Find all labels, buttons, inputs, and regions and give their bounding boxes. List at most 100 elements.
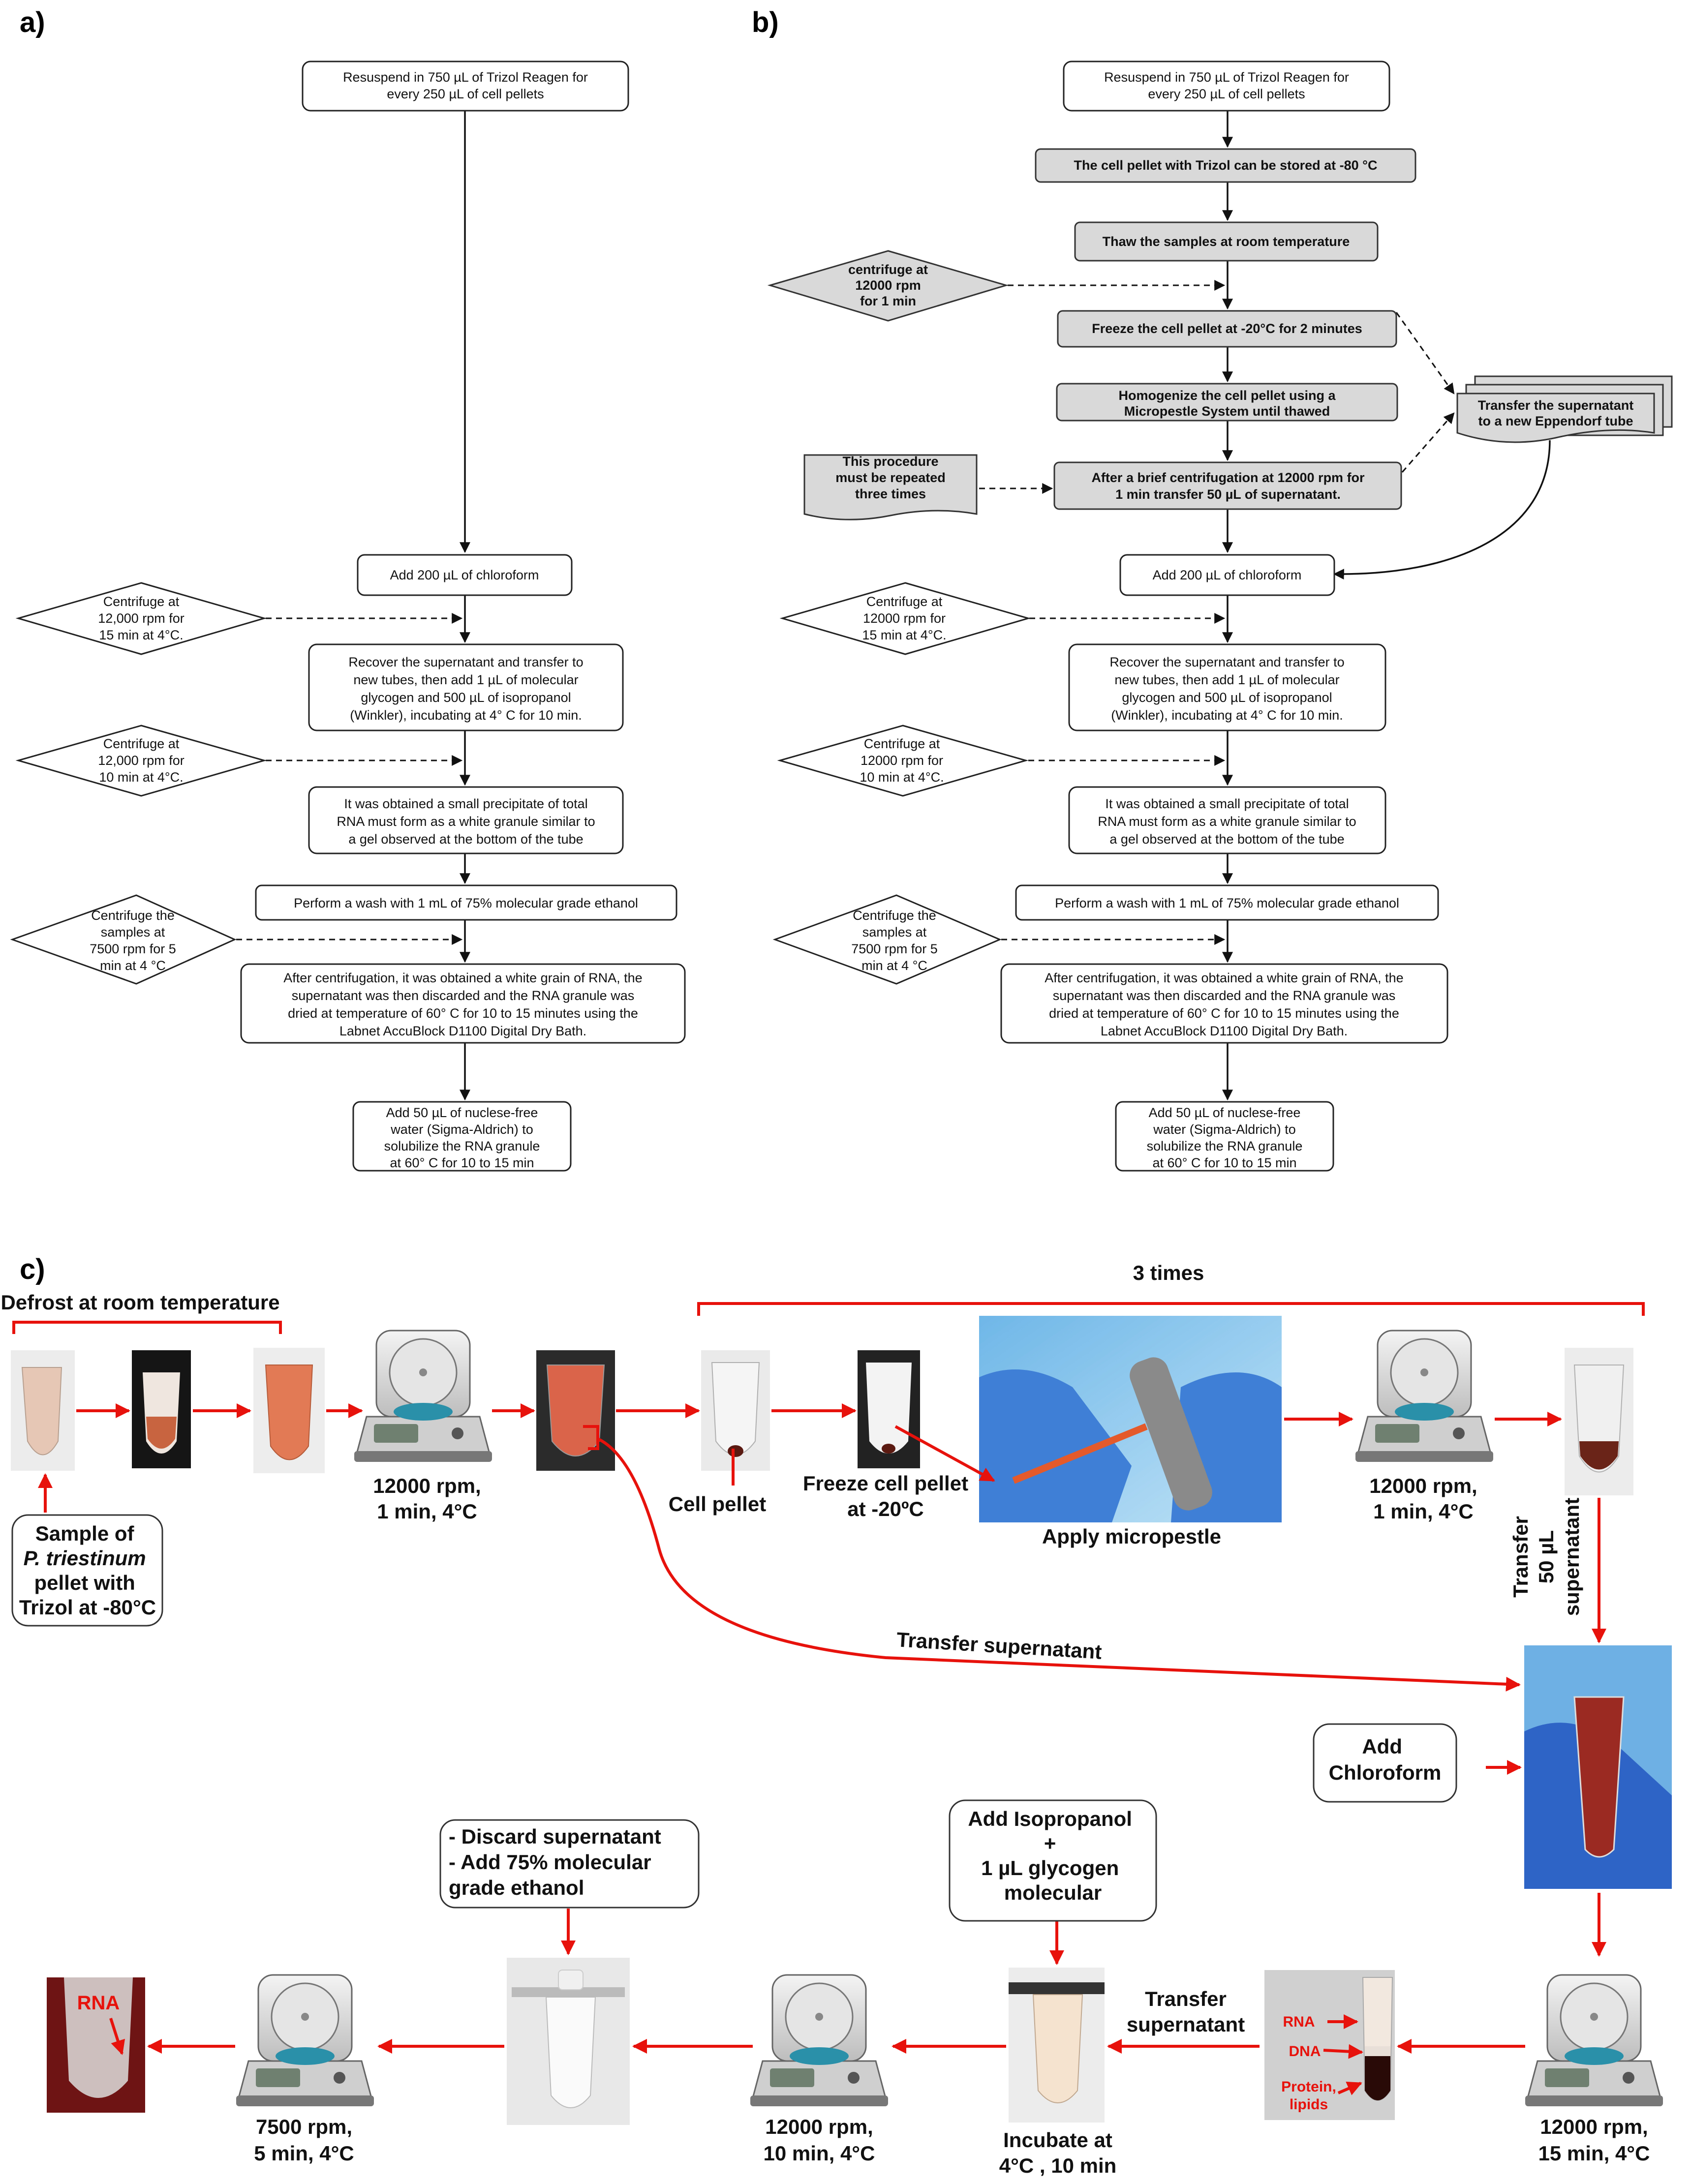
step-a-precipitate-text: It was obtained a small precipitate of t… (337, 796, 595, 847)
step-b-store-80-text: The cell pellet with Trizol can be store… (1074, 158, 1378, 173)
label-discard-supernatant: - Discard supernatant - Add 75% molecula… (449, 1825, 667, 1899)
photo-tube-frozen-pellet (858, 1350, 920, 1468)
centrifuge-icon (354, 1330, 492, 1462)
label-cell-pellet: Cell pellet (669, 1492, 766, 1516)
decision-a-centrifuge-10min (15, 725, 267, 797)
step-b-thaw (1074, 221, 1379, 262)
step-b-add-chloroform (1119, 554, 1335, 596)
decision-b-centrifuge-1min (767, 250, 1009, 322)
decision-b-centrifuge-10min (777, 725, 1029, 797)
photo-micropestle (979, 1316, 1282, 1522)
decision-b-centrifuge-15min (779, 582, 1031, 655)
step-b-precipitate-text: It was obtained a small precipitate of t… (1098, 796, 1356, 847)
label-phase-protein: Protein,lipids (1281, 2079, 1336, 2113)
step-a-add-chloroform-text: Add 200 µL of chloroform (390, 568, 539, 582)
step-a-resuspend-text: Resuspend in 750 µL of Trizol Reagen for… (343, 70, 588, 101)
label-add-chloroform: Add Chloroform (1329, 1735, 1442, 1784)
box-discard-supernatant (439, 1819, 700, 1909)
photo-tube-frozen (11, 1350, 75, 1471)
step-b-dry-rna-text: After centrifugation, it was obtained a … (1045, 971, 1403, 1038)
step-b-recover-supernatant (1068, 643, 1386, 731)
panel-label-b: b) (752, 6, 779, 38)
step-a-ethanol-wash-text: Perform a wash with 1 mL of 75% molecula… (294, 896, 638, 910)
photo-tube-thawing (132, 1350, 191, 1468)
step-a-precipitate (308, 786, 624, 854)
step-b-brief-centrifugation (1053, 461, 1402, 510)
bracket-three-times (697, 1302, 1645, 1316)
label-micropestle: Apply micropestle (1042, 1525, 1221, 1548)
label-rna-pellet: RNA (77, 1992, 120, 2014)
step-b-freeze-text: Freeze the cell pellet at -20°C for 2 mi… (1092, 321, 1362, 336)
label-spin-5min: 7500 rpm,5 min, 4°C (254, 2115, 354, 2165)
panel-label-a: a) (20, 6, 45, 38)
label-phase-rna: RNA (1283, 2014, 1315, 2030)
label-add-isopropanol: Add Isopropanol + 1 µL glycogen molecula… (968, 1807, 1138, 1904)
box-add-chloroform (1313, 1723, 1457, 1803)
label-three-times: 3 times (1133, 1261, 1204, 1284)
step-b-ethanol-wash-text: Perform a wash with 1 mL of 75% molecula… (1055, 896, 1399, 910)
photo-phase-separation (1264, 1970, 1395, 2120)
step-b-resuspend-text: Resuspend in 750 µL of Trizol Reagen for… (1104, 70, 1349, 101)
panel-label-c: c) (20, 1253, 45, 1285)
photo-incubate-tube (1009, 1968, 1105, 2123)
step-b-resuspend-trizol (1063, 61, 1390, 112)
step-a-add-chloroform (357, 554, 573, 596)
doc-b-transfer-eppendorf (1456, 375, 1673, 443)
step-b-ethanol-wash (1015, 884, 1439, 921)
centrifuge-icon (1355, 1330, 1493, 1462)
box-sample (11, 1514, 163, 1627)
step-b-brief-centrifugation-text: After a brief centrifugation at 12000 rp… (1091, 470, 1365, 502)
photo-tube-spun (536, 1350, 615, 1471)
panel-b-flowchart: Resuspend in 750 µL of Trizol Reagen for… (767, 61, 1673, 1172)
label-sample: Sample of P. triestinum pellet with Triz… (19, 1522, 156, 1619)
centrifuge-icon (1525, 1974, 1663, 2106)
box-add-isopropanol (949, 1799, 1157, 1922)
label-spin-1min-b: 12000 rpm,1 min, 4°C (1369, 1474, 1477, 1523)
step-b-dry-rna (1000, 963, 1448, 1044)
step-a-recover-supernatant (308, 643, 624, 731)
decision-a-centrifuge-7500 (10, 894, 237, 985)
step-a-dry-rna-text: After centrifugation, it was obtained a … (283, 971, 642, 1038)
photo-tube-thawed (253, 1348, 325, 1473)
centrifuge-icon (236, 1974, 374, 2106)
photo-ethanol-tube (507, 1958, 630, 2125)
panel-c-workflow: Defrost at room temperature 3 times (0, 1261, 1672, 2177)
step-a-ethanol-wash (255, 884, 677, 921)
step-b-store-80 (1035, 148, 1416, 183)
step-b-thaw-text: Thaw the samples at room temperature (1103, 234, 1350, 249)
step-a-resuspend-trizol (302, 61, 629, 112)
note-b-repeat (803, 454, 978, 520)
step-b-add-chloroform-text: Add 200 µL of chloroform (1153, 568, 1302, 582)
decision-b-centrifuge-7500 (772, 894, 1002, 985)
step-b-precipitate (1068, 786, 1386, 854)
step-b-add-water (1115, 1101, 1334, 1172)
label-defrost: Defrost at room temperature (0, 1291, 279, 1314)
photo-tube-cell-pellet (701, 1350, 770, 1471)
label-spin-1min-a: 12000 rpm,1 min, 4°C (373, 1474, 481, 1523)
decision-a-centrifuge-15min (15, 582, 267, 655)
label-spin-15min: 12000 rpm,15 min, 4°C (1538, 2115, 1650, 2165)
step-b-freeze (1057, 310, 1397, 348)
step-a-add-water (352, 1101, 572, 1172)
step-a-dry-rna (240, 963, 686, 1044)
centrifuge-icon (750, 1974, 888, 2106)
